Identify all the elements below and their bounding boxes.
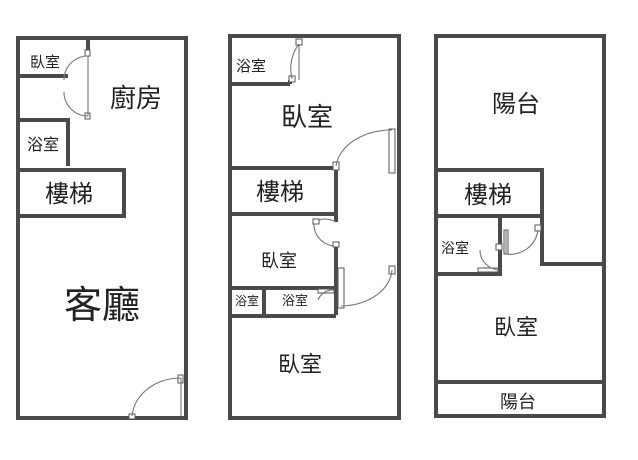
floor-1-door-swing — [63, 55, 89, 117]
floor-2-door-jamb — [337, 267, 345, 309]
floor-2-bathrooms-wall — [230, 286, 336, 318]
floor-3-door-jamb — [477, 267, 499, 273]
floor-1-bedroom-label: 臥室 — [30, 53, 60, 71]
floor-3-stairs-label: 樓梯 — [464, 181, 512, 209]
floor-2-door-jamb — [312, 218, 320, 225]
floor-2-door-swing — [340, 269, 393, 307]
floor-3-plan: 陽台 樓梯 浴室 臥室 陽台 — [434, 34, 606, 418]
floor-2-bedroom-mid-label: 臥室 — [261, 251, 297, 272]
floor-1-bathroom-wall — [18, 118, 70, 166]
floor-3-door-swing — [505, 229, 539, 255]
floor-1-kitchen-label: 廚房 — [110, 84, 162, 114]
floor-1-stairs-wall — [16, 168, 126, 218]
floor-3-bedroom-label: 臥室 — [494, 316, 538, 341]
floor-2-plan: 浴室 臥室 樓梯 臥室 浴室 浴室 臥室 — [228, 34, 401, 420]
floor-2-door-swing — [317, 289, 335, 301]
floor-3-balcony-top-label: 陽台 — [492, 90, 540, 118]
floor-2-outer-wall — [228, 34, 401, 420]
floor-1-bathroom-label: 浴室 — [27, 135, 59, 154]
floor-3-outer-wall — [434, 34, 606, 418]
floor-2-bathroom-left-label: 浴室 — [235, 293, 259, 308]
floor-2-bedroom-bottom-label: 臥室 — [278, 353, 322, 378]
floor-1-living-room-label: 客廳 — [64, 283, 140, 327]
floor-2-stairs-wall — [228, 166, 338, 216]
floor-3-bathroom-label: 浴室 — [441, 240, 469, 257]
floor-3-door-swing — [479, 249, 500, 271]
floor-1-outer-wall — [16, 36, 188, 420]
floor-3-balcony-bottom-label: 陽台 — [500, 392, 536, 413]
floor-2-door-jamb — [332, 241, 340, 248]
floor-3-inner-wall — [540, 216, 604, 266]
floor-2-door-jamb — [388, 128, 396, 174]
floor-1-front-door-swing — [131, 377, 182, 417]
floor-2-bathroom-right-label: 浴室 — [282, 293, 308, 309]
floor-3-stairs-wall — [434, 168, 544, 218]
floor-2-stairs-label: 樓梯 — [256, 178, 304, 206]
floor-1-plan: 臥室 廚房 浴室 樓梯 客廳 — [16, 36, 188, 420]
floor-3-door-jamb — [495, 243, 503, 251]
floor-1-stairs-label: 樓梯 — [45, 180, 93, 208]
floor-3-bathroom-wall — [436, 216, 502, 276]
floor-2-bathroom-top-label: 浴室 — [236, 57, 266, 75]
floor-2-bedroom-top-label: 臥室 — [281, 103, 333, 133]
floor-2-door-swing — [335, 129, 393, 167]
floor-1-door-jamb — [84, 49, 91, 57]
floor-2-door-swing — [290, 43, 300, 80]
